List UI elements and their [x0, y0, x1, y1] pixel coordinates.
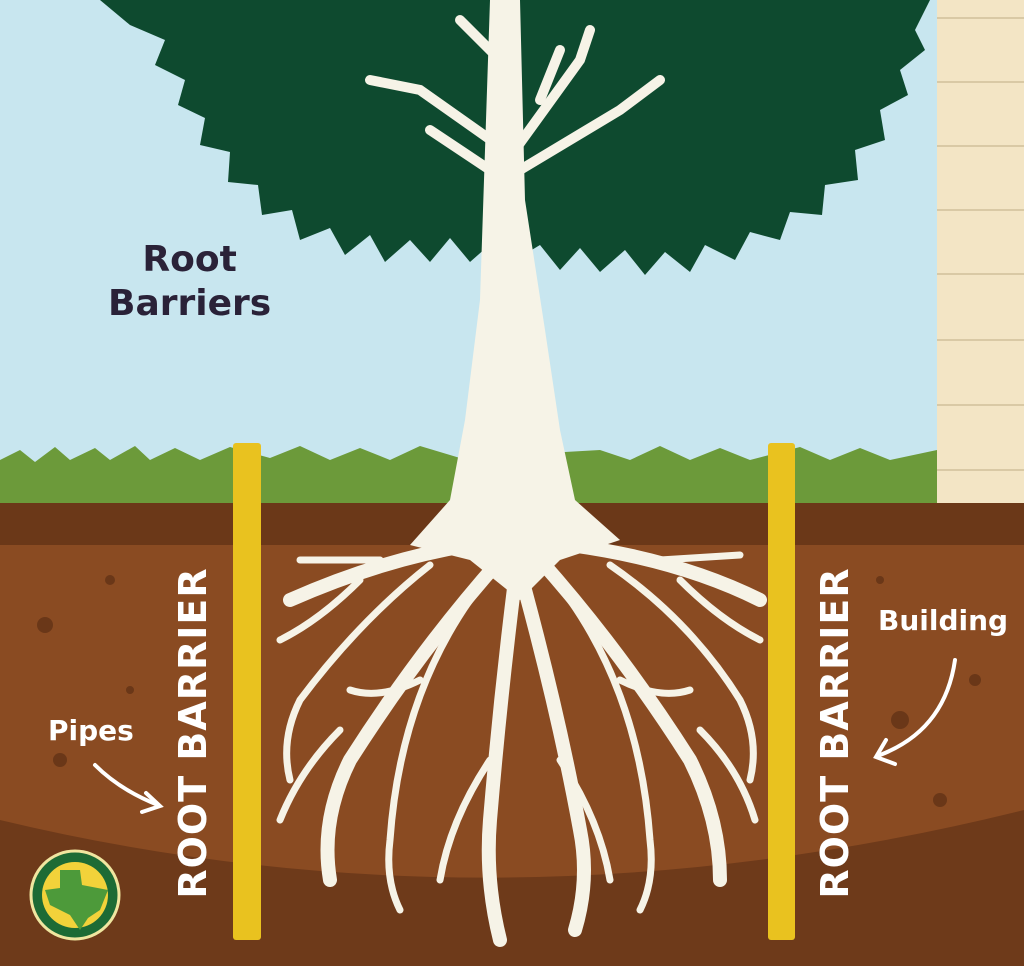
texas-tree-care-logo [29, 849, 121, 941]
building-label: Building [878, 604, 1009, 637]
pipes-label: Pipes [48, 714, 134, 747]
building-arrow [878, 658, 957, 757]
soil-stones [37, 575, 981, 807]
root-barrier-left [233, 443, 261, 940]
pipes-arrow [93, 763, 160, 807]
root-barrier-left-label: ROOT BARRIER [171, 567, 215, 899]
root-barrier-right-label: ROOT BARRIER [813, 567, 857, 899]
title-line-2: Barriers [108, 283, 272, 324]
arrows [93, 658, 957, 814]
title-line-1: Root [142, 239, 237, 280]
building [937, 0, 1024, 555]
root-barrier-right [768, 443, 795, 940]
page-title: Root Barriers [108, 238, 271, 326]
tree-trunk-and-roots [276, 0, 767, 947]
